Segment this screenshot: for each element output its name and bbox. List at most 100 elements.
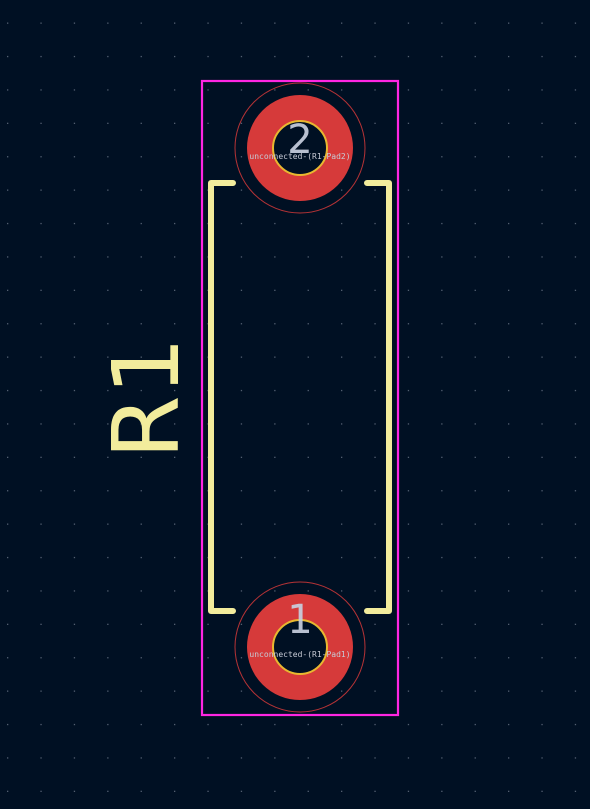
grid-dot [374,289,376,291]
grid-dot [474,423,476,425]
grid-dot [407,323,410,325]
grid-dot [407,456,410,458]
grid-dot [341,389,343,392]
grid-dot [374,423,376,425]
grid-dot [207,623,209,625]
grid-dot [107,222,109,225]
grid-dot [140,22,142,24]
grid-dot [474,490,476,492]
grid-dot [274,89,276,91]
grid-dot [441,757,443,759]
grid-dot [508,323,510,325]
grid-dot [541,657,543,659]
grid-dot [240,490,243,492]
grid-dot [574,89,577,91]
grid-dot [40,289,42,291]
grid-dot [574,323,577,325]
grid-dot [574,389,577,392]
grid-dot [140,189,142,191]
grid-dot [374,790,376,792]
grid-dot [174,22,176,24]
grid-dot [140,289,142,291]
grid-dot [107,323,109,325]
grid-dot [341,757,343,759]
grid-dot [441,690,443,692]
grid-dot [474,523,476,525]
grid-dot [140,389,142,392]
grid-dot [407,89,410,91]
grid-dot [574,22,577,24]
grid-dot [508,22,510,24]
grid-dot [274,556,276,559]
grid-dot [307,490,309,492]
grid-dot [274,790,276,792]
grid-dot [307,723,309,726]
grid-dot [574,55,577,58]
grid-dot [174,156,176,158]
grid-dot [508,456,510,458]
grid-dot [107,790,109,792]
grid-dot [407,657,410,659]
grid-dot [307,256,309,258]
grid-dot [207,22,209,24]
grid-dot [407,222,410,225]
grid-dot [207,89,209,91]
grid-dot [574,222,577,225]
grid-dot [240,222,243,225]
grid-dot [508,790,510,792]
grid-dot [407,490,410,492]
grid-dot [341,89,343,91]
grid-dot [174,323,176,325]
courtyard-outline [200,79,400,717]
grid-dot [474,790,476,792]
grid-dot [73,723,76,726]
grid-dot [508,690,510,692]
grid-dot [508,289,510,291]
grid-dot [40,790,42,792]
grid-dot [508,89,510,91]
grid-dot [508,590,510,592]
grid-dot [240,89,243,91]
grid-dot [140,356,142,358]
grid-dot [541,55,543,58]
grid-dot [40,590,42,592]
reference-designator[interactable]: R1 [93,337,200,459]
grid-dot [341,490,343,492]
grid-dot [107,55,109,58]
pad-2[interactable]: 2 unconnected-(R1-Pad2) [234,82,366,214]
grid-dot [407,523,410,525]
grid-dot [107,89,109,91]
grid-dot [341,790,343,792]
grid-dot [73,189,76,191]
grid-dot [174,723,176,726]
grid-dot [341,523,343,525]
grid-dot [407,790,410,792]
grid-dot [274,456,276,458]
grid-dot [374,723,376,726]
grid-dot [541,723,543,726]
grid-dot [341,189,343,191]
grid-dot [73,389,76,392]
pad-1[interactable]: 1 unconnected-(R1-Pad1) [234,581,366,713]
grid-dot [441,323,443,325]
grid-dot [7,657,9,659]
grid-dot [474,690,476,692]
grid-dot [174,423,176,425]
grid-dot [73,657,76,659]
grid-dot [7,556,9,559]
grid-dot [107,523,109,525]
grid-dot [107,423,109,425]
grid-dot [140,523,142,525]
grid-dot [274,55,276,58]
grid-dot [140,55,142,58]
grid-dot [107,22,109,24]
grid-dot [441,490,443,492]
grid-dot [541,189,543,191]
grid-dot [541,523,543,525]
grid-dot [374,22,376,24]
grid-dot [73,289,76,291]
pad-1-drill-hole [272,619,328,675]
grid-dot [574,122,577,124]
